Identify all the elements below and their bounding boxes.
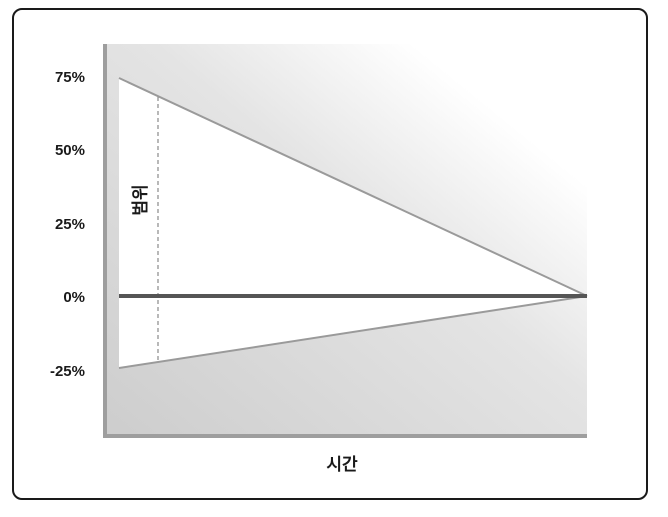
range-label: 범위 <box>131 184 151 215</box>
y-tick-label-minus-25: -25% <box>50 363 85 380</box>
y-tick-label-75: 75% <box>55 69 85 86</box>
cone-upper-edge <box>118 77 588 297</box>
cone-lower-edge <box>118 295 588 369</box>
y-tick-label-50: 50% <box>55 142 85 159</box>
x-axis-title: 시간 <box>326 455 358 475</box>
y-tick-label-0: 0% <box>63 289 85 306</box>
y-tick-label-25: 25% <box>55 216 85 233</box>
